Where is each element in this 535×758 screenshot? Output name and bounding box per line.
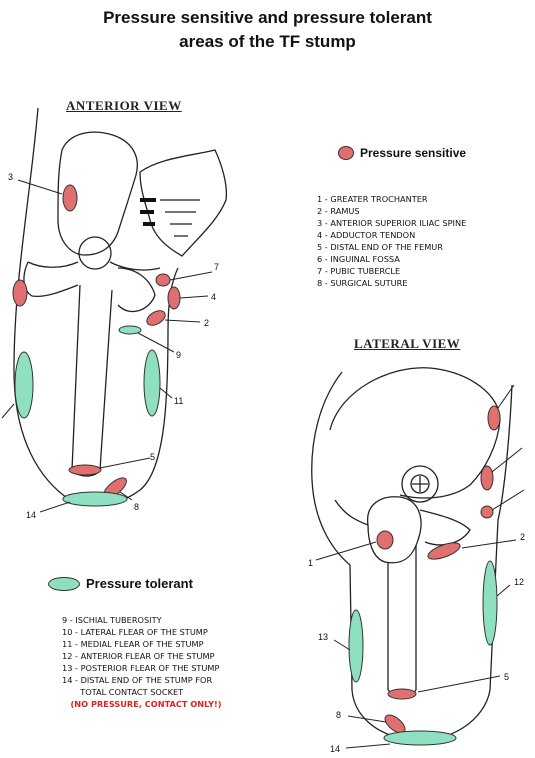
lat-anterior-flear-area-12 [483, 561, 497, 645]
tolerant-swatch [48, 577, 80, 591]
lat-trochanter-area-1 [377, 531, 393, 549]
distal-stump-area-14 [63, 492, 127, 506]
tolerant-note: (NO PRESSURE, CONTACT ONLY!) [62, 698, 222, 710]
sensitive-swatch [338, 146, 354, 160]
lateral-tolerant-areas [349, 561, 497, 745]
tolerant-list-item: 14 - DISTAL END OF THE STUMP FOR [62, 674, 222, 686]
label-7: 7 [214, 262, 219, 272]
lat-label-8: 8 [336, 710, 341, 720]
tolerant-list-item: 12 - ANTERIOR FLEAR OF THE STUMP [62, 650, 222, 662]
tolerant-list-item: 11 - MEDIAL FLEAR OF THE STUMP [62, 638, 222, 650]
lat-distal-femur-area-5 [388, 689, 416, 699]
sensitive-list-item: 4 - ADDUCTOR TENDON [317, 229, 466, 241]
sensitive-list-item: 8 - SURGICAL SUTURE [317, 277, 466, 289]
sacral-foramina [140, 198, 156, 226]
legend-pressure-sensitive: Pressure sensitive [338, 146, 466, 160]
label-14: 14 [26, 510, 36, 520]
tolerant-list-item: TOTAL CONTACT SOCKET [62, 686, 222, 698]
sensitive-list-item: 7 - PUBIC TUBERCLE [317, 265, 466, 277]
lat-distal-stump-area-14 [384, 731, 456, 745]
lat-label-12: 12 [514, 577, 524, 587]
distal-femur-area-5 [69, 465, 101, 475]
label-4: 4 [211, 292, 216, 302]
label-3: 3 [8, 172, 13, 182]
sensitive-list-item: 3 - ANTERIOR SUPERIOR ILIAC SPINE [317, 217, 466, 229]
lat-label-5: 5 [504, 672, 509, 682]
lateral-view-outline [312, 368, 512, 741]
anterior-leader-lines [2, 180, 212, 512]
label-5: 5 [150, 452, 155, 462]
lat-asis-area [488, 406, 500, 430]
asis-area-3 [63, 185, 77, 211]
tolerant-list-item: 10 - LATERAL FLEAR OF THE STUMP [62, 626, 222, 638]
lat-label-1: 1 [308, 558, 313, 568]
sensitive-list-item: 2 - RAMUS [317, 205, 466, 217]
legend-sensitive-label: Pressure sensitive [360, 146, 466, 160]
lat-label-14: 14 [330, 744, 340, 754]
sensitive-list-item: 5 - DISTAL END OF THE FEMUR [317, 241, 466, 253]
label-11: 11 [174, 396, 183, 406]
lat-label-2: 2 [520, 532, 525, 542]
lat-inguinal-area-6 [481, 466, 493, 490]
lateral-flear-area-10 [15, 352, 33, 418]
anterior-tolerant-areas [15, 326, 160, 506]
anterior-view-outline [14, 108, 226, 505]
label-2: 2 [204, 318, 209, 328]
tolerant-list-item: 13 - POSTERIOR FLEAR OF THE STUMP [62, 662, 222, 674]
lat-ramus-area-2 [426, 540, 462, 563]
label-9: 9 [176, 350, 181, 360]
legend-pressure-tolerant: Pressure tolerant [48, 576, 193, 591]
lat-pubic-area [481, 506, 493, 518]
pubic-tubercle-area-7 [156, 274, 170, 286]
trochanter-area-1 [13, 280, 27, 306]
label-8: 8 [134, 502, 139, 512]
sensitive-list-item: 6 - INGUINAL FOSSA [317, 253, 466, 265]
adductor-tendon-area-4 [168, 287, 180, 309]
lat-label-13: 13 [318, 632, 328, 642]
legend-tolerant-label: Pressure tolerant [86, 576, 193, 591]
sensitive-list-item: 1 - GREATER TROCHANTER [317, 193, 466, 205]
lateral-sensitive-areas [377, 406, 500, 736]
ramus-area-2 [144, 308, 167, 328]
medial-flear-area-11 [144, 350, 160, 416]
tolerant-list-item: 9 - ISCHIAL TUBEROSITY [62, 614, 222, 626]
ischial-area-9 [119, 326, 141, 334]
lat-posterior-flear-area-13 [349, 610, 363, 682]
